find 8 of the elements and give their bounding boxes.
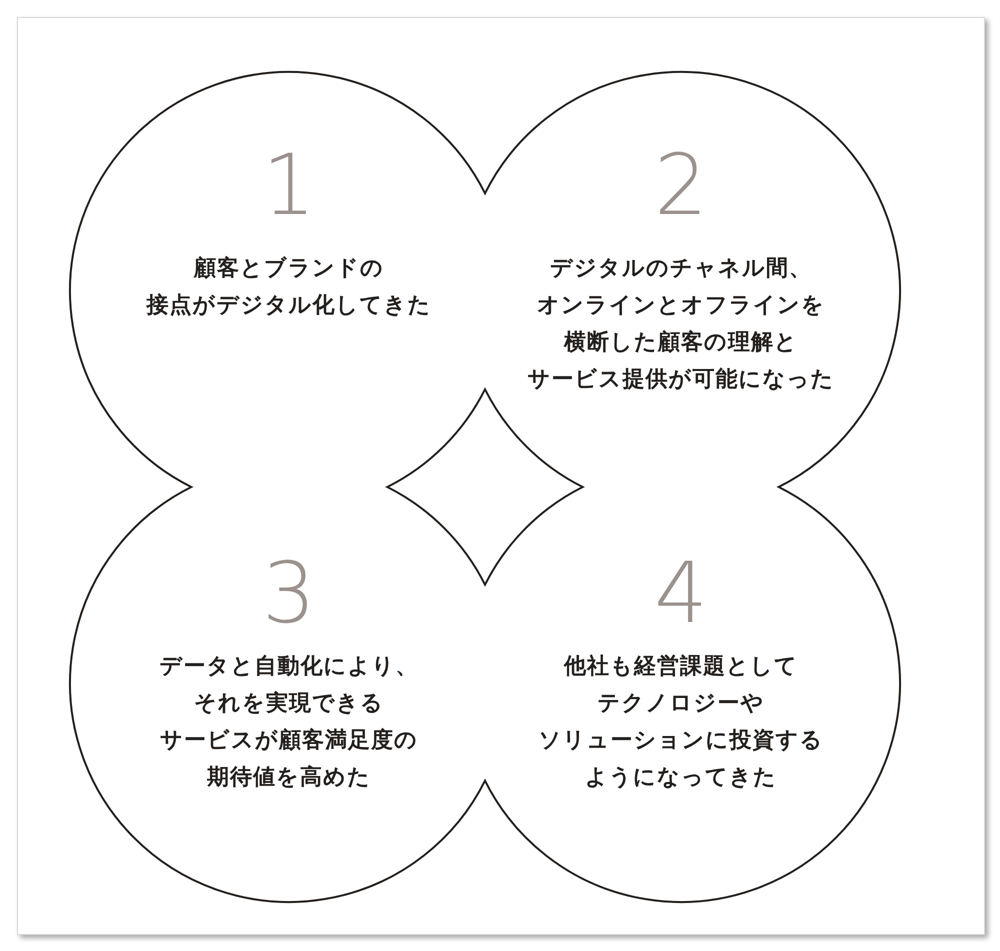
- step-number: 1: [262, 142, 316, 228]
- step-number: 2: [654, 142, 708, 228]
- step-number: 4: [654, 550, 708, 636]
- description-text: データと自動化により、それを実現できるサービスが顧客満足度の期待値を高めた: [160, 653, 418, 792]
- step-number: 3: [262, 550, 316, 636]
- description-text: 他社も経営課題としてテクノロジーやソリューションに投資するようになってきた: [538, 653, 824, 792]
- description-text: デジタルのチャネル間、オンラインとオフラインを横断した顧客の理解とサービス提供が可能になった: [528, 255, 834, 394]
- description-text: 顧客とブランドの接点がデジタル化してきた: [146, 254, 432, 320]
